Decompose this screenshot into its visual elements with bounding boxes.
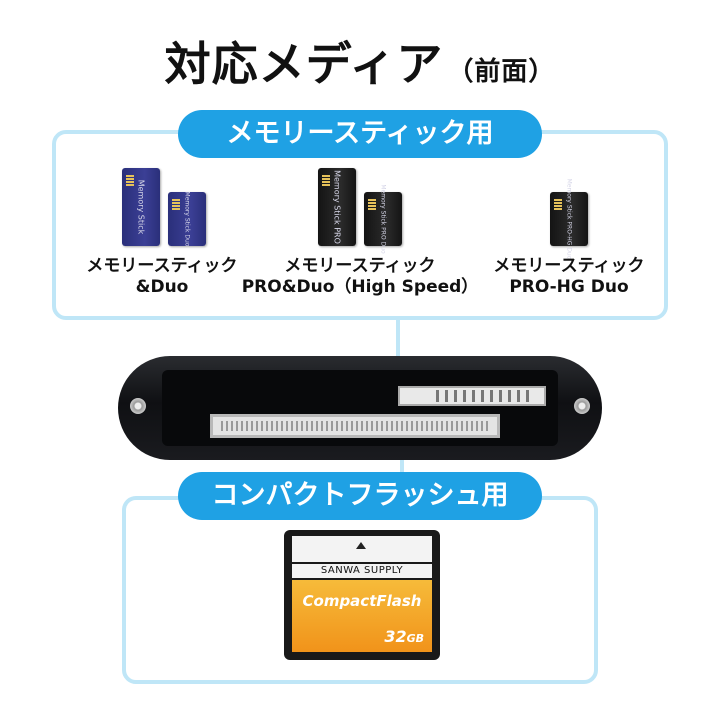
card-print: Memory Stick Duo [183, 191, 191, 247]
media-label-line: メモリースティック [493, 256, 645, 276]
title-sub: （前面） [447, 57, 556, 87]
card-contacts [322, 174, 330, 186]
card-reader [118, 356, 602, 460]
media-label-line: &Duo [135, 277, 189, 297]
card-brand: SANWA SUPPLY [292, 564, 432, 578]
media-label-line: PRO&Duo（High Speed） [241, 277, 479, 297]
card-name: CompactFlash [302, 592, 422, 610]
card-print: Memory Stick PRO Duo [379, 184, 387, 254]
capacity-value: 32 [384, 627, 407, 646]
media-label: メモリースティック PRO-HG Duo [474, 256, 664, 298]
card-print: Memory Stick PRO [332, 170, 342, 244]
insert-arrow-icon [356, 542, 366, 549]
compactflash-card: SANWA SUPPLY CompactFlash 32GB [284, 530, 440, 660]
card-contacts [172, 198, 180, 210]
reader-slot-area [162, 370, 558, 446]
memory-stick-slot [398, 386, 546, 406]
card-face: CompactFlash 32GB [292, 580, 432, 652]
screw-icon [574, 398, 590, 414]
capacity-unit: GB [406, 632, 424, 645]
media-label: メモリースティック &Duo [72, 256, 252, 298]
compactflash-slot [210, 414, 500, 438]
card-top-label [292, 536, 432, 562]
slot-contacts [436, 390, 532, 402]
page-title: 対応メディア（前面） [0, 28, 720, 94]
compactflash-heading: コンパクトフラッシュ用 [178, 472, 542, 520]
card-contacts [554, 198, 562, 210]
card-print: Memory Stick [136, 179, 146, 235]
memory-stick-pro-hg-duo-card: Memory Stick PRO-HG Duo [550, 179, 588, 259]
memory-stick-duo-card: Memory Stick Duo [168, 192, 206, 246]
card-contacts [368, 198, 376, 210]
memory-stick-pro-card: Memory Stick PRO [318, 168, 356, 246]
title-main: 対応メディア [164, 37, 444, 91]
memory-stick-card: Memory Stick [122, 168, 160, 246]
media-label: メモリースティック PRO&Duo（High Speed） [240, 256, 480, 298]
screw-icon [130, 398, 146, 414]
card-print: Memory Stick PRO-HG Duo [565, 178, 573, 260]
slot-pins [221, 421, 489, 431]
ms-connector-line [396, 320, 400, 374]
memory-stick-pro-duo-card: Memory Stick PRO Duo [364, 184, 402, 254]
media-label-line: メモリースティック [284, 256, 436, 276]
card-contacts [126, 174, 134, 186]
card-capacity: 32GB [384, 627, 424, 646]
media-label-line: PRO-HG Duo [509, 277, 629, 297]
media-label-line: メモリースティック [86, 256, 238, 276]
memory-stick-heading: メモリースティック用 [178, 110, 542, 158]
